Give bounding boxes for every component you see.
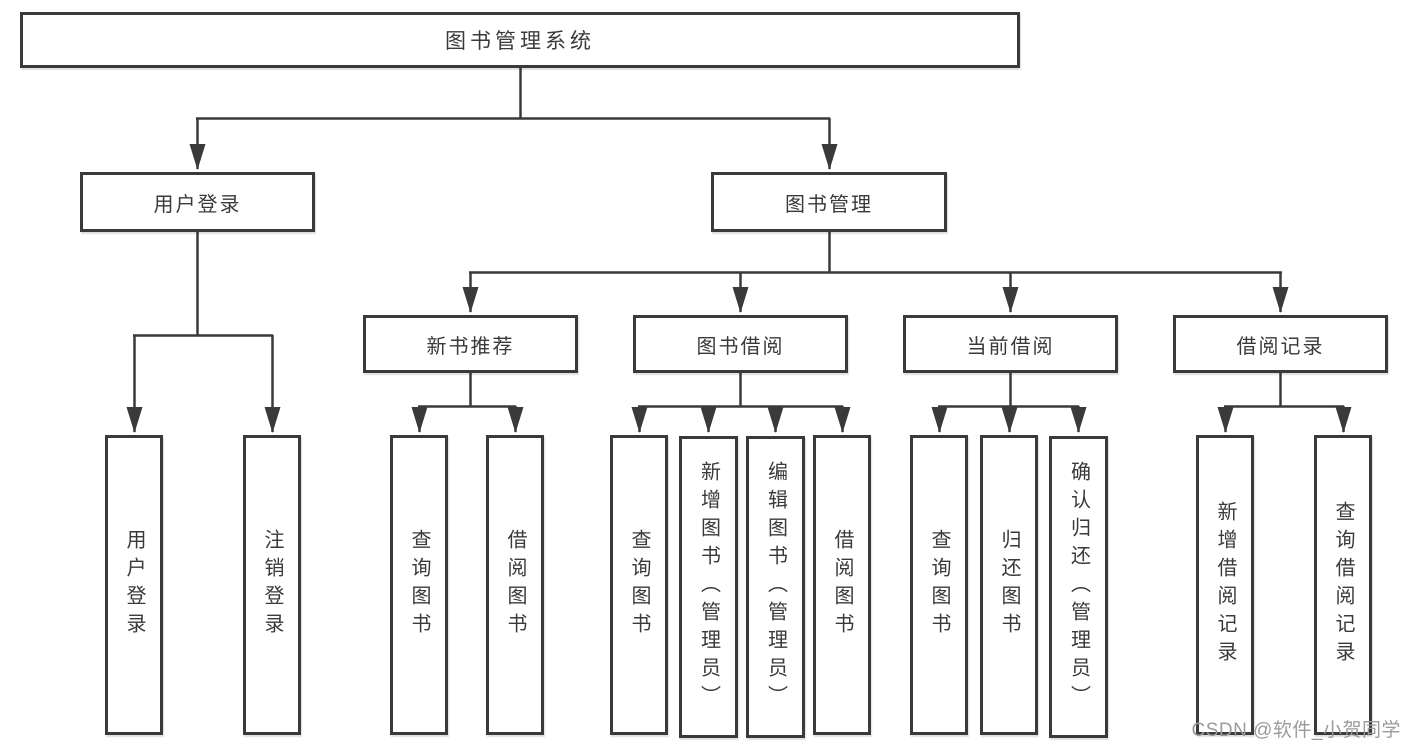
leaf-add-borrow-record: 新增借阅记录 bbox=[1196, 435, 1254, 735]
leaf-query-books-current: 查询图书 bbox=[910, 435, 968, 735]
node-borrow-records: 借阅记录 bbox=[1173, 315, 1388, 373]
leaf-borrow-books-recommend: 借阅图书 bbox=[486, 435, 544, 735]
leaf-query-books-borrowing: 查询图书 bbox=[610, 435, 668, 735]
node-current-borrowing: 当前借阅 bbox=[903, 315, 1118, 373]
leaf-confirm-return-admin: 确认归还（管理员） bbox=[1049, 436, 1108, 738]
node-system-root: 图书管理系统 bbox=[20, 12, 1020, 68]
leaf-query-books-recommend: 查询图书 bbox=[390, 435, 448, 735]
node-new-book-recommend: 新书推荐 bbox=[363, 315, 578, 373]
node-user-login: 用户登录 bbox=[80, 172, 315, 232]
watermark: CSDN @软件_小贺同学 bbox=[1191, 720, 1401, 741]
leaf-add-books-admin: 新增图书（管理员） bbox=[679, 436, 738, 738]
leaf-borrow-books-borrowing: 借阅图书 bbox=[813, 435, 871, 735]
leaf-query-borrow-record: 查询借阅记录 bbox=[1314, 435, 1372, 735]
node-book-borrowing: 图书借阅 bbox=[633, 315, 848, 373]
leaf-logout: 注销登录 bbox=[243, 435, 301, 735]
leaf-return-books: 归还图书 bbox=[980, 435, 1038, 735]
leaf-edit-books-admin: 编辑图书（管理员） bbox=[746, 436, 805, 738]
node-book-management: 图书管理 bbox=[711, 172, 947, 232]
leaf-user-login: 用户登录 bbox=[105, 435, 163, 735]
